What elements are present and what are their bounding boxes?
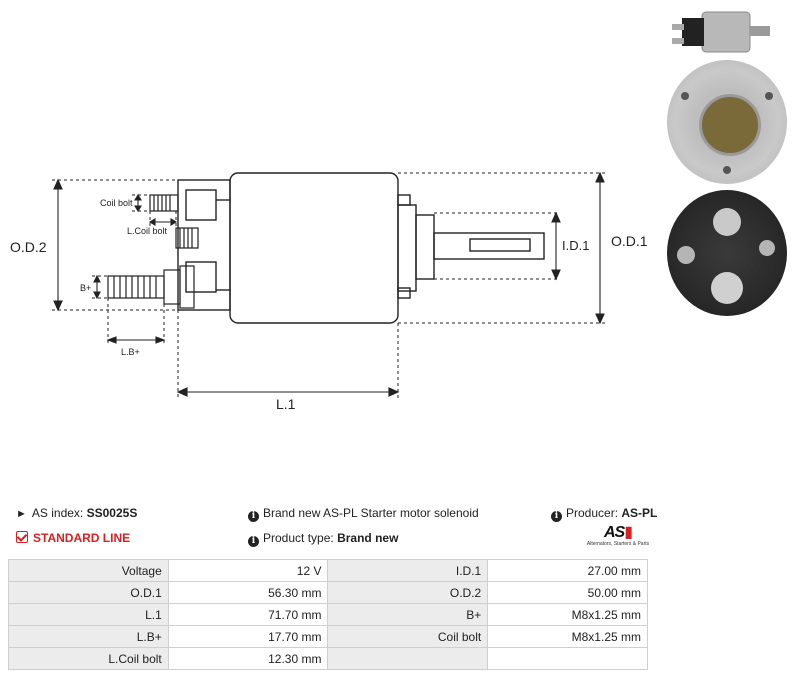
spec-label: I.D.1 [327,559,489,582]
spec-value: 12 V [167,559,329,582]
as-index-label: AS index: [31,506,84,520]
product-type: i Product type: Brand new [248,531,398,547]
product-photo-rear-view [667,190,787,316]
producer-value: AS-PL [621,506,658,520]
spec-value: 50.00 mm [487,581,648,604]
product-description: i Brand new AS-PL Starter motor solenoid [248,506,479,522]
producer-label: Producer: [566,506,619,520]
label-b-plus: B+ [80,283,91,293]
spec-label: L.1 [8,603,169,626]
logo-tagline: Alternators, Starters & Parts [586,541,650,547]
label-od2: O.D.2 [10,239,47,255]
as-index-value: SS0025S [86,506,138,520]
producer: i Producer: AS-PL [551,506,657,522]
as-pl-logo: AS▮ Alternators, Starters & Parts [586,522,650,547]
label-id1: I.D.1 [562,238,589,253]
product-type-value: Brand new [337,531,399,545]
label-l-coil-bolt: L.Coil bolt [127,226,168,236]
coil-bolt-terminal [149,194,199,249]
product-photo-front-view [667,60,787,184]
spec-label: O.D.1 [8,581,169,604]
label-l1: L.1 [276,396,296,412]
spec-label [327,647,489,670]
spec-value: 12.30 mm [167,647,329,670]
spec-label: B+ [327,603,489,626]
spec-value: 56.30 mm [167,581,329,604]
label-l-b-plus: L.B+ [121,347,140,357]
tag-icon: ► [16,508,27,520]
spec-label: L.Coil bolt [8,647,169,670]
solenoid-dimension-drawing: O.D.2 O.D.1 I.D.1 L.1 Coil bolt L.Coil b… [10,171,648,412]
info-icon: i [248,536,259,547]
label-od1: O.D.1 [611,233,648,249]
standard-line-label: STANDARD LINE [33,531,131,545]
b-plus-terminal [107,265,195,309]
as-index: ► AS index: SS0025S [16,506,137,520]
logo-mark: AS▮ [603,524,633,541]
dimension-arrows [53,171,605,397]
spec-label: O.D.2 [327,581,489,604]
spec-value: 71.70 mm [167,603,329,626]
spec-value: M8x1.25 mm [487,625,648,648]
spec-value: 17.70 mm [167,625,329,648]
spec-label: L.B+ [8,625,169,648]
label-coil-bolt: Coil bolt [100,198,133,208]
checkbox-icon [16,531,28,543]
spec-value [487,647,648,670]
info-icon: i [248,511,259,522]
product-photo-side-view [672,11,770,53]
standard-line-badge: STANDARD LINE [16,531,130,545]
spec-label: Coil bolt [327,625,489,648]
product-type-label: Product type: [263,531,334,545]
spec-value: M8x1.25 mm [487,603,648,626]
spec-label: Voltage [8,559,169,582]
solenoid-outline [177,172,545,324]
spec-value: 27.00 mm [487,559,648,582]
dimension-extension-lines [52,172,606,398]
description-text: Brand new AS-PL Starter motor solenoid [263,506,479,520]
info-icon: i [551,511,562,522]
